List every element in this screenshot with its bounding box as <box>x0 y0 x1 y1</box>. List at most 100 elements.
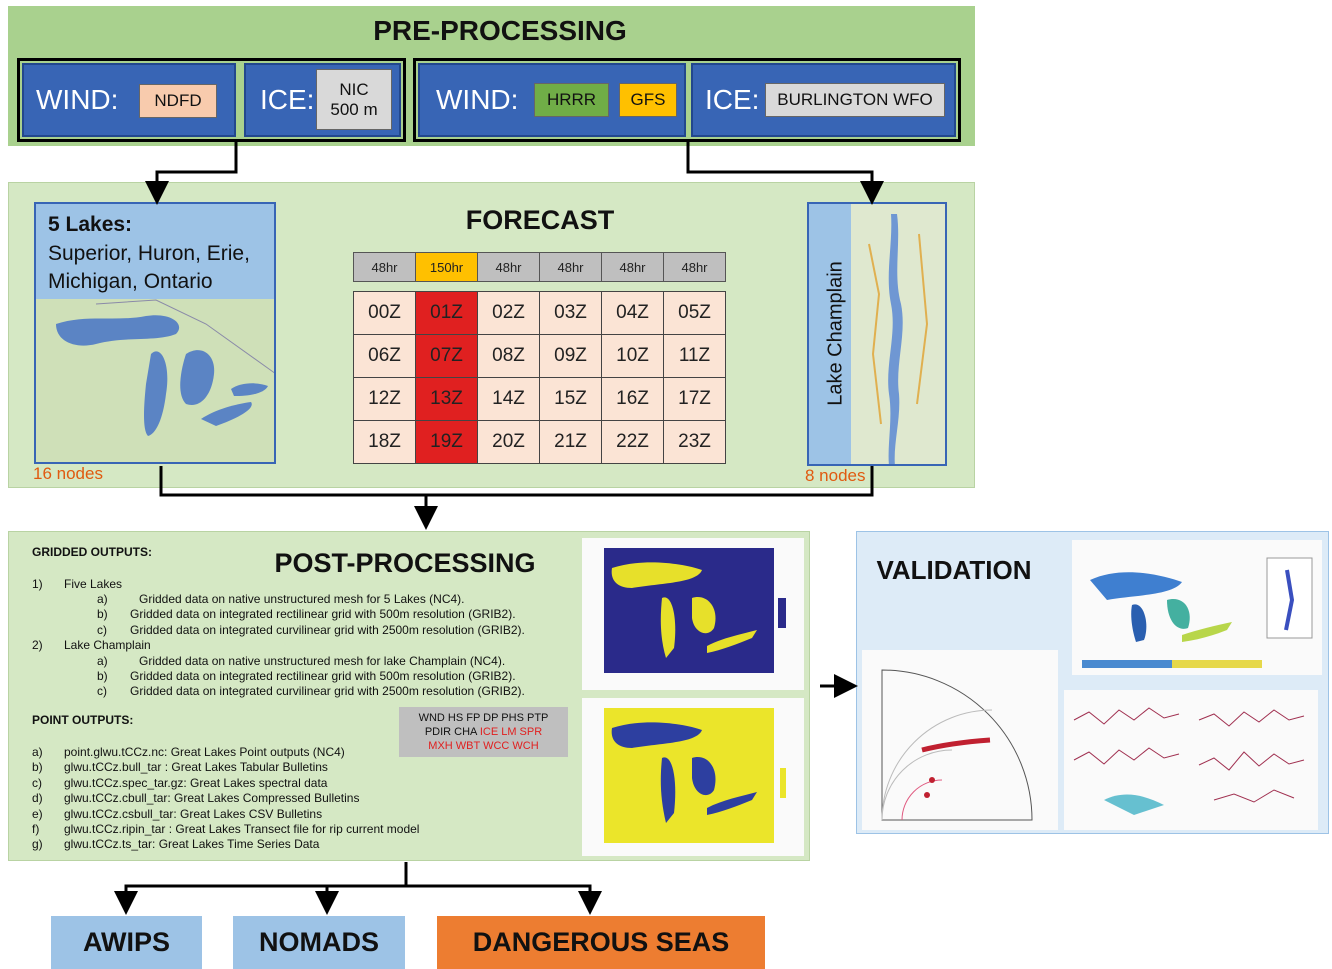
taylor-diagram-thumbnail <box>862 650 1058 830</box>
grid-cell: 16Z <box>601 377 664 421</box>
postprocessing-title: POST-PROCESSING <box>274 548 536 578</box>
g2-label: Lake Champlain <box>64 638 151 652</box>
preprocessing-title: PRE-PROCESSING <box>373 15 627 46</box>
grid-cell: 19Z <box>415 420 478 464</box>
point-item: glwu.tCCz.ripin_tar : Great Lakes Transe… <box>64 822 420 836</box>
right-source-group <box>413 58 961 142</box>
point-item-letter: a) <box>32 745 43 759</box>
grid-cell: 03Z <box>539 291 602 335</box>
g1b-letter: b) <box>97 607 108 621</box>
left-wind-label: WIND: <box>36 84 119 115</box>
point-item: glwu.tCCz.bull_tar : Great Lakes Tabular… <box>64 760 328 774</box>
nic-line2: 500 m <box>330 99 378 119</box>
dangerous-seas-box: DANGEROUS SEAS <box>437 916 765 969</box>
variables-line3: MXH WBT WCC WCH <box>428 740 539 752</box>
five-lakes-nodes: 16 nodes <box>33 464 103 483</box>
ndfd-tag: NDFD <box>139 84 217 118</box>
five-lakes-line2: Michigan, Ontario <box>48 270 213 293</box>
point-item-letter: e) <box>32 807 43 821</box>
grid-cell: 13Z <box>415 377 478 421</box>
forecast-grid: 48hr 150hr 48hr 48hr 48hr 48hr 00Z 01Z 0… <box>353 252 727 466</box>
g2c-letter: c) <box>97 684 107 698</box>
grid-cell: 07Z <box>415 334 478 378</box>
g1-num: 1) <box>32 577 43 591</box>
variables-line1: WND HS FP DP PHS PTP <box>418 712 549 724</box>
five-lakes-heading: 5 Lakes: <box>48 213 133 236</box>
point-item: glwu.tCCz.cbull_tar: Great Lakes Compres… <box>64 791 360 805</box>
g2b-letter: b) <box>97 669 108 683</box>
champlain-label: Lake Champlain <box>824 261 847 406</box>
hrrr-tag: HRRR <box>534 83 609 117</box>
point-item-letter: f) <box>32 822 40 836</box>
grid-cell: 10Z <box>601 334 664 378</box>
grid-header-5: 48hr <box>663 252 726 282</box>
validation-title: VALIDATION <box>876 555 1032 585</box>
g2a-letter: a) <box>97 654 108 668</box>
five-lakes-map <box>34 202 276 464</box>
grid-cell: 06Z <box>353 334 416 378</box>
point-item-letter: g) <box>32 837 43 851</box>
forecast-title: FORECAST <box>465 205 615 235</box>
variables-line2-black: PDIR CHA <box>424 726 480 738</box>
g1-label: Five Lakes <box>64 577 123 591</box>
g2b-text: Gridded data on integrated rectilinear g… <box>130 669 516 683</box>
grid-cell: 20Z <box>477 420 540 464</box>
g2c-text: Gridded data on integrated curvilinear g… <box>130 684 525 698</box>
g1a-letter: a) <box>97 592 108 606</box>
timeseries-graphic <box>1073 707 1305 815</box>
arrow-to-nomads <box>315 884 406 915</box>
gfs-tag: GFS <box>619 83 677 117</box>
g2a-text: Gridded data on native unstructured mesh… <box>139 654 506 668</box>
nomads-box: NOMADS <box>233 916 405 969</box>
great-lakes-map-graphic <box>36 204 274 436</box>
gridded-map-thumbnail-1 <box>582 538 804 690</box>
grid-cell: 09Z <box>539 334 602 378</box>
point-item-letter: b) <box>32 760 43 774</box>
grid-cell: 08Z <box>477 334 540 378</box>
arrow-to-awips <box>114 862 408 915</box>
g2-num: 2) <box>32 638 43 652</box>
gridded-map-graphic-1 <box>604 548 786 673</box>
validation-map-graphic <box>1082 557 1313 668</box>
grid-cell: 15Z <box>539 377 602 421</box>
grid-header-3: 48hr <box>539 252 602 282</box>
grid-cell: 22Z <box>601 420 664 464</box>
point-heading: POINT OUTPUTS: <box>32 713 134 727</box>
nic-tag: NIC 500 m <box>316 69 392 130</box>
grid-header-4: 48hr <box>601 252 664 282</box>
point-item: glwu.tCCz.csbull_tar: Great Lakes CSV Bu… <box>64 807 323 821</box>
point-item: glwu.tCCz.ts_tar: Great Lakes Time Serie… <box>64 837 320 851</box>
validation-map-thumbnail <box>1072 540 1322 675</box>
g1c-text: Gridded data on integrated curvilinear g… <box>130 623 525 637</box>
g1a-text: Gridded data on native unstructured mesh… <box>139 592 465 606</box>
grid-cell: 00Z <box>353 291 416 335</box>
grid-cell: 01Z <box>415 291 478 335</box>
variables-line2-red: ICE LM SPR <box>479 726 543 738</box>
grid-cell: 21Z <box>539 420 602 464</box>
point-item-letter: c) <box>32 776 42 790</box>
gridded-heading: GRIDDED OUTPUTS: <box>32 545 152 559</box>
champlain-nodes: 8 nodes <box>805 466 866 485</box>
point-item-letter: d) <box>32 791 43 805</box>
grid-cell: 17Z <box>663 377 726 421</box>
gridded-map-thumbnail-2 <box>582 698 804 856</box>
five-lakes-line1: Superior, Huron, Erie, <box>48 242 250 265</box>
arrow-to-dangerous-seas <box>406 884 602 915</box>
grid-cell: 12Z <box>353 377 416 421</box>
grid-cell: 23Z <box>663 420 726 464</box>
taylor-diagram-graphic <box>881 669 1033 821</box>
timeseries-thumbnail <box>1064 690 1318 830</box>
champlain-map-graphic <box>851 204 945 464</box>
g1c-letter: c) <box>97 623 107 637</box>
grid-cell: 11Z <box>663 334 726 378</box>
grid-cell: 02Z <box>477 291 540 335</box>
burlington-tag: BURLINGTON WFO <box>765 83 945 117</box>
grid-header-2: 48hr <box>477 252 540 282</box>
grid-cell: 04Z <box>601 291 664 335</box>
g1b-text: Gridded data on integrated rectilinear g… <box>130 607 516 621</box>
point-item: point.glwu.tCCz.nc: Great Lakes Point ou… <box>64 745 345 759</box>
left-ice-label: ICE: <box>260 84 315 115</box>
nic-line1: NIC <box>339 79 369 99</box>
point-item: glwu.tCCz.spec_tar.gz: Great Lakes spect… <box>64 776 328 790</box>
right-wind-label: WIND: <box>436 84 519 115</box>
